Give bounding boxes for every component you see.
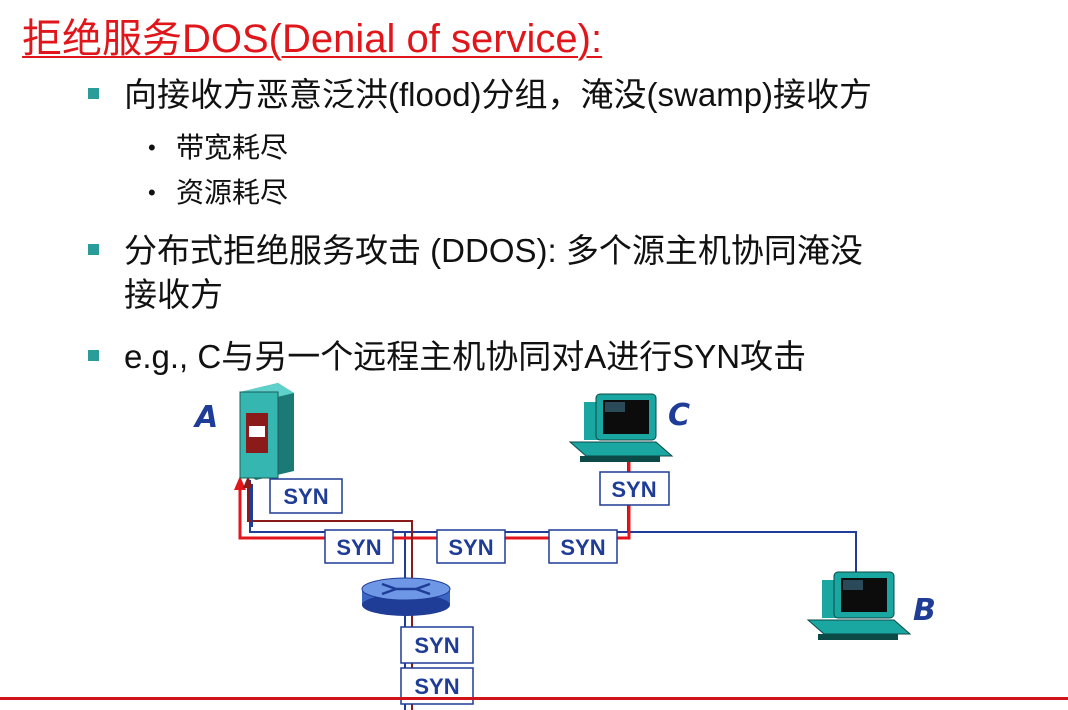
subitem-resource-text: 资源耗尽 <box>176 177 289 208</box>
label-b: B <box>913 593 936 628</box>
syn-packet-label: SYN <box>611 477 656 502</box>
bullet-square-icon <box>88 244 99 255</box>
bullet-dot-icon: • <box>148 180 156 205</box>
bullet-ddos-line1: 分布式拒绝服务攻击 (DDOS): 多个源主机协同淹没 <box>124 232 863 269</box>
bullet-square-icon <box>88 88 99 99</box>
bullet-ddos-line2: 接收方 <box>124 276 223 313</box>
server-a <box>239 383 294 480</box>
bullet-flood-text: 向接收方恶意泛洪(flood)分组，淹没(swamp)接收方 <box>124 76 873 113</box>
label-a: A <box>193 400 218 435</box>
syn-packet-label: SYN <box>448 535 493 560</box>
syn-packets: SYN SYN SYN SYN SYN SYN SYN <box>269 471 670 705</box>
syn-packet-label: SYN <box>414 633 459 658</box>
slide-title: 拒绝服务DOS(Denial of service): <box>22 17 603 61</box>
attack-arrowhead <box>234 476 246 490</box>
footer-rule <box>0 697 1068 700</box>
bullet-square-icon <box>88 350 99 361</box>
syn-packet-label: SYN <box>283 484 328 509</box>
router-icon <box>361 577 451 616</box>
bullet-dot-icon: • <box>148 135 156 160</box>
label-c: C <box>668 398 690 433</box>
syn-packet-label: SYN <box>414 674 459 699</box>
computer-c-icon <box>568 393 674 462</box>
subitem-bandwidth-text: 带宽耗尽 <box>176 132 289 163</box>
syn-packet-label: SYN <box>336 535 381 560</box>
computer-b-icon <box>806 571 912 640</box>
syn-packet-label: SYN <box>560 535 605 560</box>
bullet-example-text: e.g., C与另一个远程主机协同对A进行SYN攻击 <box>124 338 807 375</box>
remote-arrowhead <box>243 476 253 488</box>
